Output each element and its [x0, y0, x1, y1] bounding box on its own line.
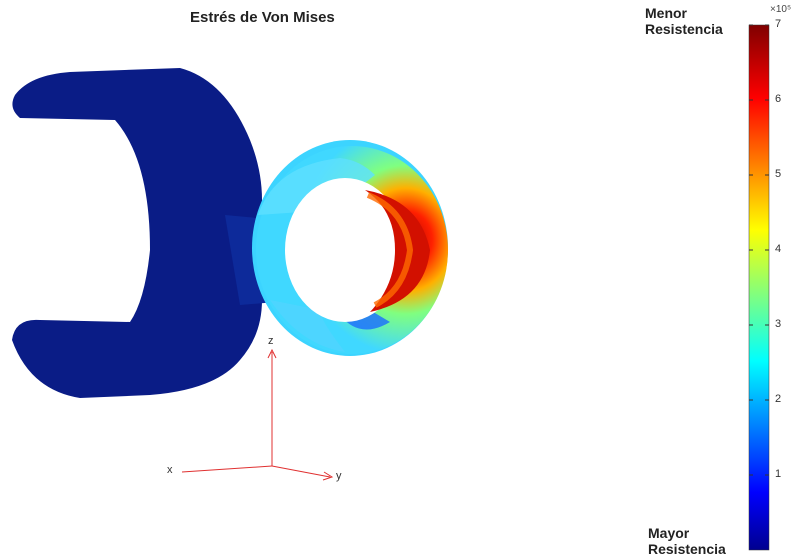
axis-label-y: y [336, 470, 342, 482]
ring-hole [285, 178, 405, 322]
colorbar-tick-label: 2 [775, 393, 782, 405]
colorbar-tick-label: 4 [775, 243, 782, 255]
axis-label-z: z [268, 335, 274, 347]
colorbar-tick-label: 5 [775, 168, 782, 180]
colorbar-tick-label: 6 [775, 93, 782, 105]
wrench-body [12, 68, 262, 398]
colorbar-tick-label: 1 [775, 468, 782, 480]
colorbar [748, 24, 770, 551]
axis-triad [181, 348, 334, 481]
colorbar-bottom-label: Mayor Resistencia [648, 525, 726, 557]
chart-title: Estrés de Von Mises [190, 9, 335, 26]
colorbar-exponent: ×10⁵ [770, 4, 792, 15]
colorbar-ticks [749, 24, 769, 476]
colorbar-tick-label: 3 [775, 318, 782, 330]
ring [252, 140, 448, 356]
axis-label-x: x [167, 464, 173, 476]
colorbar-tick-label: 7 [775, 18, 782, 30]
colorbar-top-label: Menor Resistencia [645, 5, 723, 37]
